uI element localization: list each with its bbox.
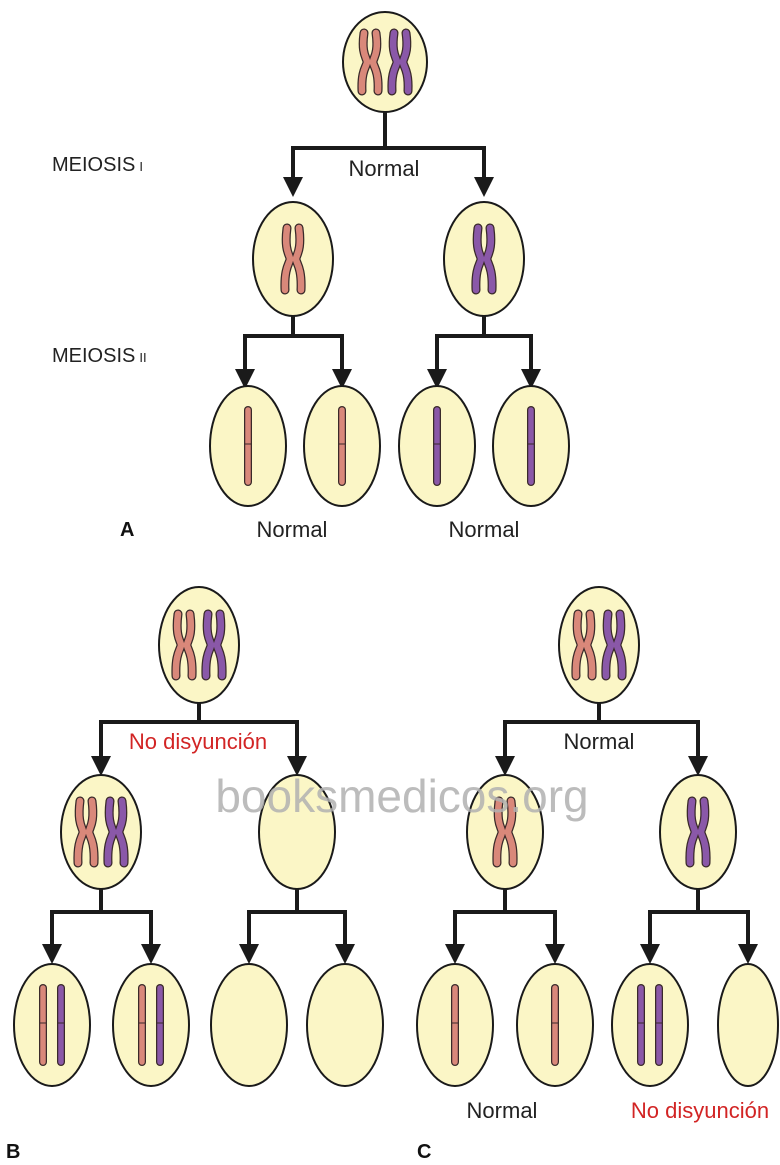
panel-a-gamete-2 xyxy=(304,386,380,506)
connector-lines xyxy=(52,110,748,960)
panel-c-gamete-3-disomic xyxy=(612,964,688,1086)
panel-a-meiosis-2-branch-left xyxy=(245,316,342,385)
panel-b-gamete-4 xyxy=(307,964,383,1086)
panel-a-label: A xyxy=(120,519,134,541)
panel-b-gamete-1 xyxy=(14,964,90,1086)
panel-b-label: B xyxy=(6,1141,20,1163)
panel-b-meiosis-2-branch-right xyxy=(249,890,345,960)
panel-c-outcome-left: Normal xyxy=(467,1098,538,1123)
panel-c-parent-cell xyxy=(559,587,639,703)
panel-a-gamete-4 xyxy=(493,386,569,506)
panel-a-outcome-left: Normal xyxy=(257,517,328,542)
panel-c-gamete-4-empty xyxy=(718,964,778,1086)
panel-c-branch-label: Normal xyxy=(564,729,635,754)
panel-b-gamete-3 xyxy=(211,964,287,1086)
panel-c-gamete-1 xyxy=(417,964,493,1086)
panel-a-gamete-3 xyxy=(399,386,475,506)
panel-c-meiosis-2-branch-right xyxy=(650,890,748,960)
panel-a-parent-cell xyxy=(343,12,427,112)
panel-c-meiosis-2-branch-left xyxy=(455,890,555,960)
panel-b-gamete-2 xyxy=(113,964,189,1086)
panel-a-outcome-right: Normal xyxy=(449,517,520,542)
panel-c-gamete-2 xyxy=(517,964,593,1086)
panel-a-meiosis-2-branch-right xyxy=(437,316,531,385)
panel-a-daughter-cell-maternal xyxy=(253,202,333,316)
panel-c-label: C xyxy=(417,1141,431,1163)
panel-b-meiosis-2-branch-left xyxy=(52,890,151,960)
panel-b-branch-label: No disyunción xyxy=(129,729,267,754)
panel-a-daughter-cell-paternal xyxy=(444,202,524,316)
panel-c-outcome-right: No disyunción xyxy=(631,1098,769,1123)
panel-b-daughter-cell-disomic xyxy=(61,775,141,889)
panel-c-daughter-cell-paternal xyxy=(660,775,736,889)
panel-a-branch-label: Normal xyxy=(349,156,420,181)
watermark: booksmedicos.org xyxy=(215,770,588,822)
panel-a-gamete-1 xyxy=(210,386,286,506)
panel-b-parent-cell xyxy=(159,587,239,703)
